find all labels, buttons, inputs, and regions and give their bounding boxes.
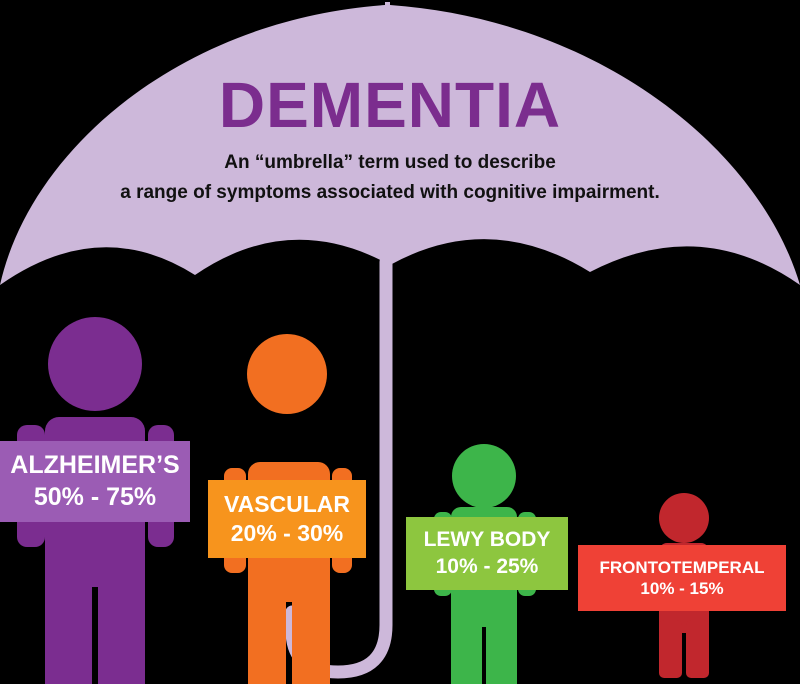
- sign-range: 10% - 15%: [640, 579, 724, 598]
- umbrella-canopy: [0, 2, 800, 285]
- page-title: DEMENTIA: [218, 69, 562, 141]
- sign-range: 20% - 30%: [230, 520, 344, 546]
- sign-name: LEWY BODY: [423, 528, 551, 552]
- frontotemporal-sign: FRONTOTEMPERAL 10% - 15%: [578, 545, 786, 611]
- vascular-sign: VASCULAR 20% - 30%: [208, 480, 366, 558]
- sign-name: VASCULAR: [223, 491, 351, 518]
- alzheimers-sign: ALZHEIMER’S 50% - 75%: [0, 441, 190, 522]
- subtitle-line-2: a range of symptoms associated with cogn…: [120, 182, 660, 203]
- sign-range: 50% - 75%: [33, 482, 157, 511]
- lewy-body-sign: LEWY BODY 10% - 25%: [406, 517, 568, 590]
- sign-range: 10% - 25%: [435, 554, 539, 578]
- sign-name: ALZHEIMER’S: [10, 451, 180, 480]
- sign-name: FRONTOTEMPERAL: [599, 557, 765, 577]
- subtitle-line-1: An “umbrella” term used to describe: [224, 152, 556, 173]
